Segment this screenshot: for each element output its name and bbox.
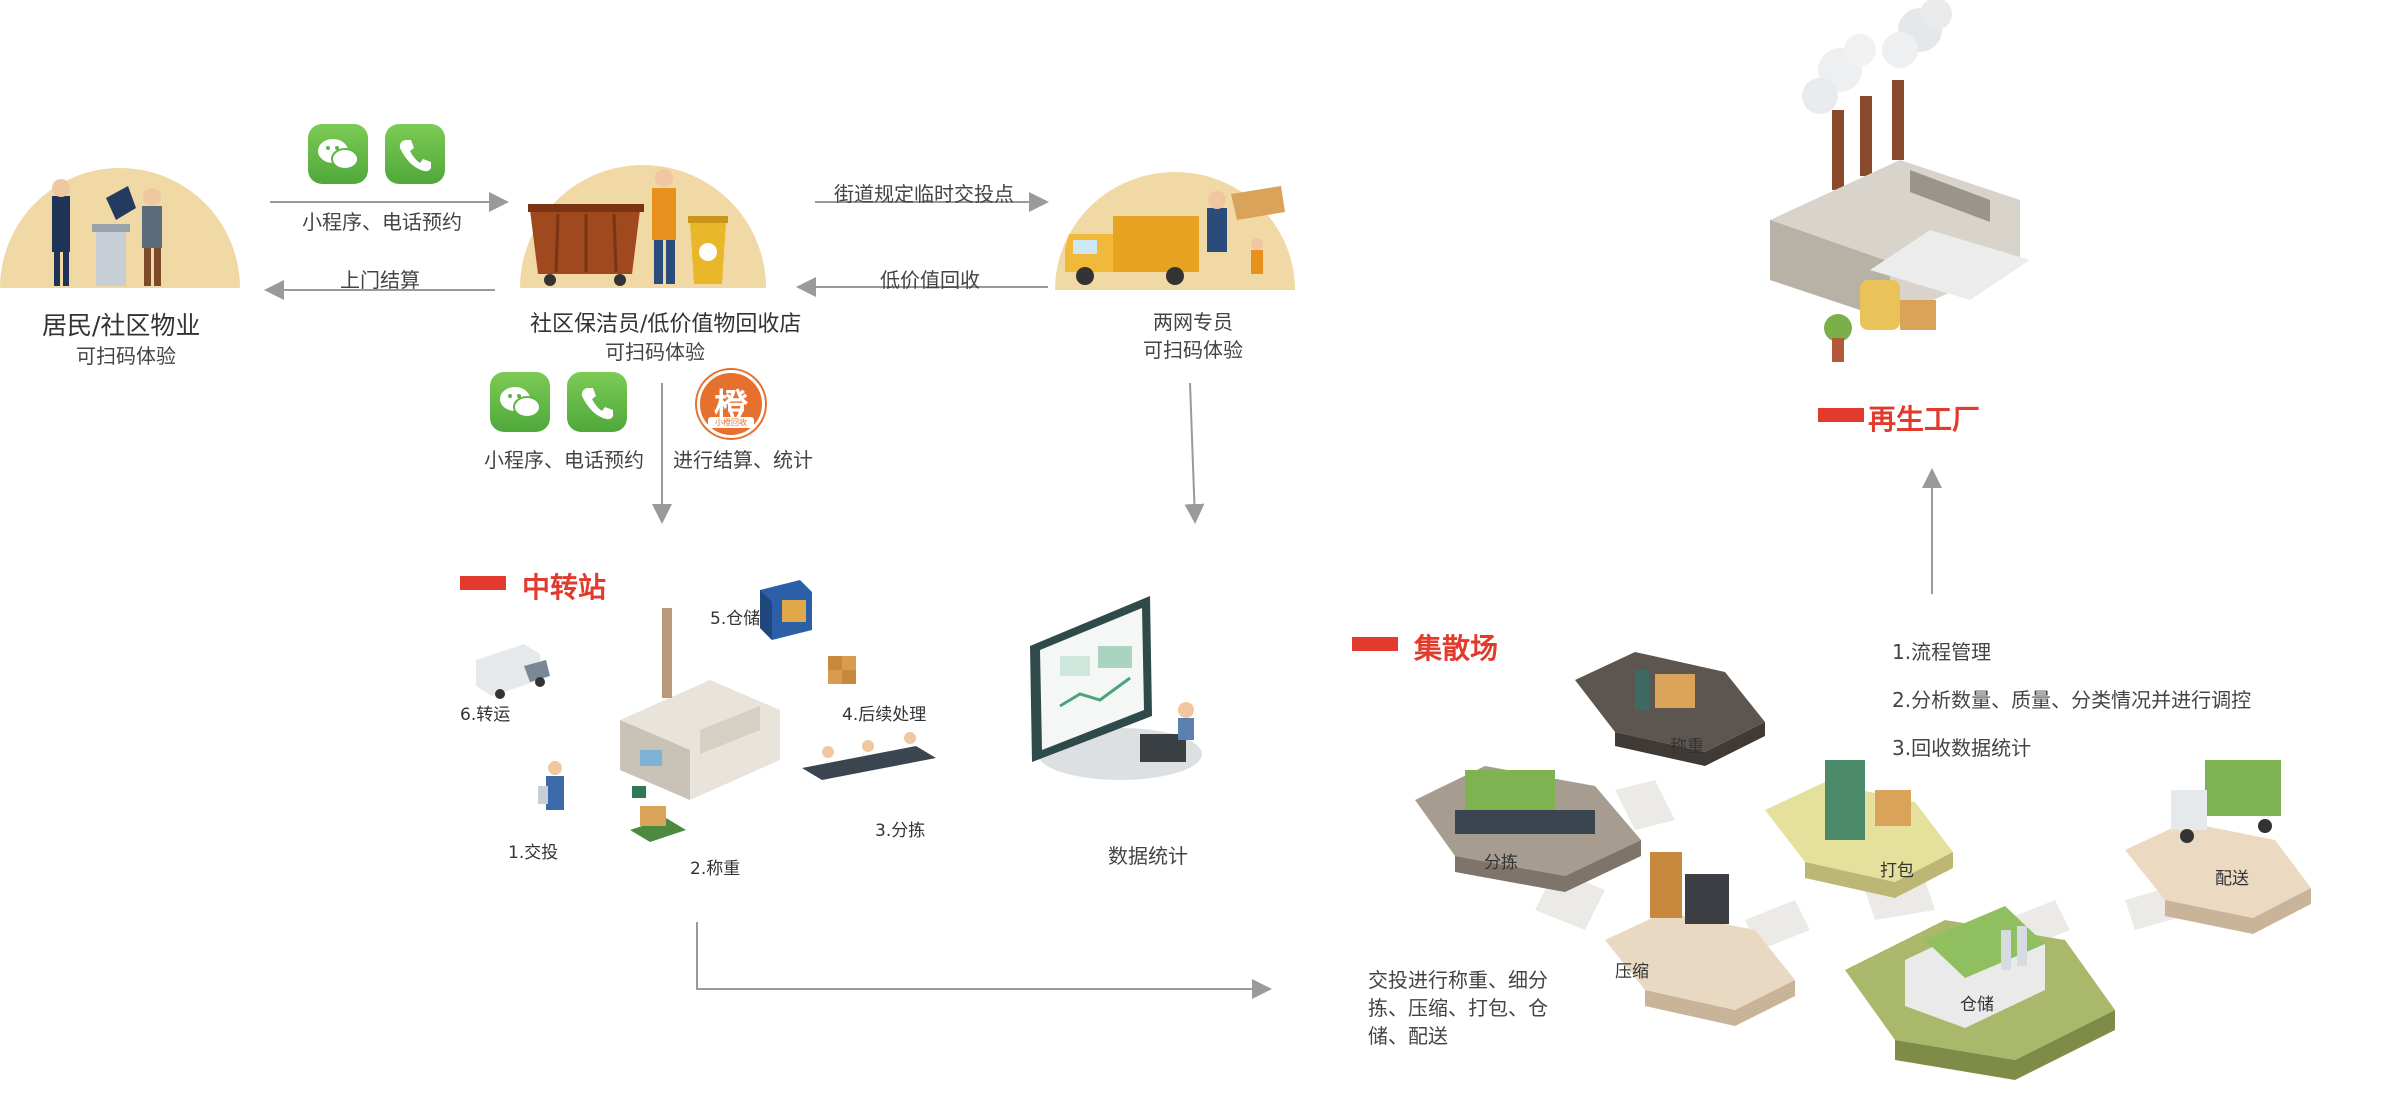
hub-node-weigh: 称重 <box>1670 737 1704 757</box>
hub-description-line-1: 交投进行称重、细分 <box>1368 968 1548 992</box>
hub-management-2: 2.分析数量、质量、分类情况并进行调控 <box>1892 688 2252 712</box>
hub-node-pack: 打包 <box>1880 861 1914 881</box>
station-step-2: 2.称重 <box>690 859 741 879</box>
hub-node-deliver: 配送 <box>2215 869 2249 889</box>
station-step-1: 1.交投 <box>508 843 559 863</box>
flow-label-cleaner-booking: 小程序、电话预约 <box>484 448 644 472</box>
factory-title: 再生工厂 <box>1868 403 1981 436</box>
hub-description: 交投进行称重、细分 拣、压缩、打包、仓 储、配送 <box>1368 966 1548 1050</box>
app-icon-caption: 小橙回收 <box>708 417 754 428</box>
flow-label-cleaner-to-specialist: 街道规定临时交投点 <box>834 182 1014 206</box>
flow-label-specialist-to-cleaner: 低价值回收 <box>880 268 980 292</box>
app-icon[interactable]: 橙 小橙回收 <box>697 370 765 438</box>
station-step-5: 5.仓储 <box>710 609 761 629</box>
flow-label-resident-to-cleaner: 小程序、电话预约 <box>302 210 462 234</box>
transfer-station-marker <box>460 576 506 590</box>
transfer-station-illustration <box>476 580 936 842</box>
hub-title: 集散场 <box>1414 632 1499 665</box>
hub-node-compress: 压缩 <box>1615 962 1649 982</box>
hub-marker <box>1352 637 1398 651</box>
cleaner-title: 社区保洁员/低价值物回收店 <box>530 312 802 337</box>
hub-management-1: 1.流程管理 <box>1892 640 1992 664</box>
phone-icon[interactable] <box>567 372 627 432</box>
specialist-illustration <box>1055 172 1295 290</box>
hub-description-line-3: 储、配送 <box>1368 1024 1448 1048</box>
resident-subtitle: 可扫码体验 <box>76 344 176 368</box>
data-stats-label: 数据统计 <box>1108 844 1188 868</box>
cleaner-subtitle: 可扫码体验 <box>605 340 705 364</box>
wechat-icon[interactable] <box>490 372 550 432</box>
factory-marker <box>1818 408 1864 422</box>
flow-label-cleaner-settle: 进行结算、统计 <box>673 448 813 472</box>
hub-node-sort: 分拣 <box>1484 853 1518 873</box>
hub-description-line-2: 拣、压缩、打包、仓 <box>1368 996 1548 1020</box>
arrow-station-to-hub <box>696 922 1272 999</box>
station-step-3: 3.分拣 <box>875 821 926 841</box>
phone-icon[interactable] <box>385 124 445 184</box>
arrow-specialist-down <box>1184 382 1205 524</box>
hub-illustration <box>1415 652 2311 1080</box>
flow-label-cleaner-to-resident: 上门结算 <box>340 268 420 292</box>
resident-title: 居民/社区物业 <box>42 311 201 340</box>
data-stats-illustration <box>1030 596 1202 780</box>
station-step-4: 4.后续处理 <box>842 705 927 725</box>
hub-node-store: 仓储 <box>1960 995 1994 1015</box>
station-step-6: 6.转运 <box>460 705 511 725</box>
specialist-subtitle: 可扫码体验 <box>1143 338 1243 362</box>
specialist-title: 两网专员 <box>1153 310 1233 334</box>
resident-illustration <box>0 168 240 288</box>
hub-management-3: 3.回收数据统计 <box>1892 736 2032 760</box>
transfer-station-title: 中转站 <box>522 571 607 604</box>
cleaner-illustration <box>520 165 766 288</box>
factory-illustration <box>1770 0 2030 362</box>
wechat-icon[interactable] <box>308 124 368 184</box>
